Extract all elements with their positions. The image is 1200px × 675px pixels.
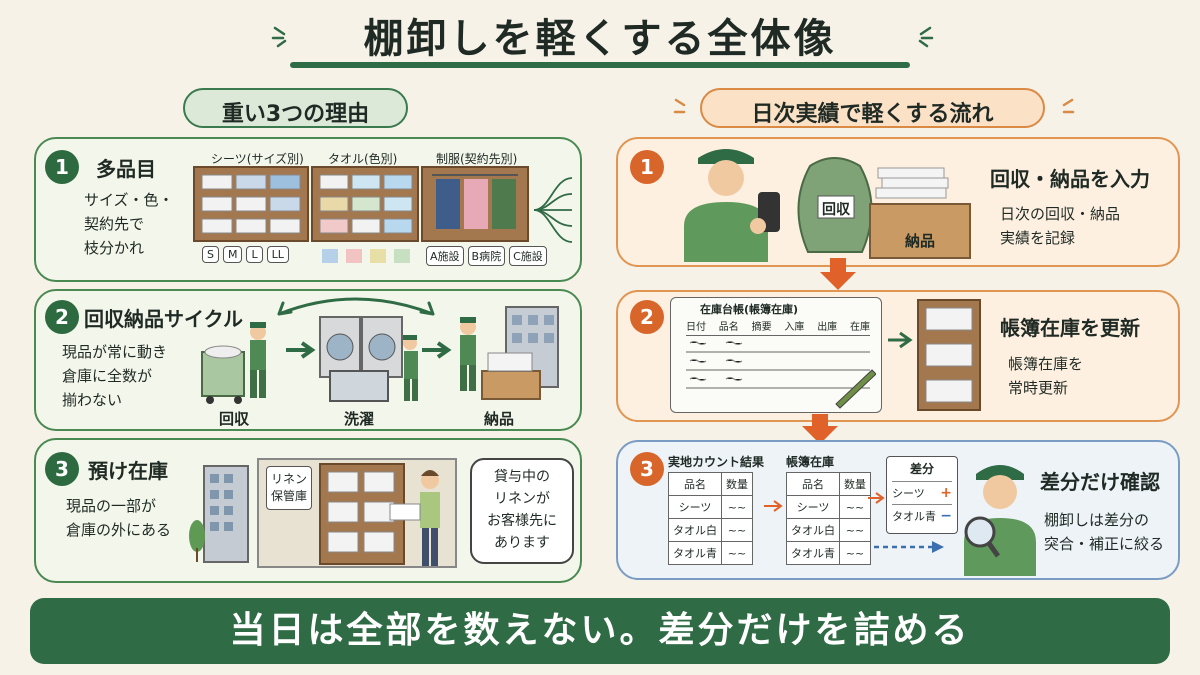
reason-3-body: 現品の一部が 倉庫の外にある [66, 497, 172, 539]
building-illustration [189, 465, 249, 563]
storage-shelf-illustration [319, 463, 440, 566]
arrow-right-icon-4 [764, 500, 783, 512]
consigned-stock-bubble: 貸与中の リネンが お客様先に あります [470, 458, 574, 564]
reason-3-title: 預け在庫 [88, 459, 168, 483]
delivery-illustration [460, 306, 559, 400]
sparkle-icon-right [918, 26, 934, 48]
ledger-header-row: 日付 品名 摘要 入庫 出庫 在庫 [686, 318, 870, 336]
step-collect-label: 回収 [219, 410, 250, 428]
arrow-right-icon-2 [422, 341, 452, 359]
reason-1-number: 1 [45, 150, 79, 184]
step-3-body: 棚卸しは差分の 突合・補正に絞る [1044, 511, 1165, 553]
actual-count-table: 実地カウント結果 品名数量 シーツ~~ タオル白~~ タオル青~~ [668, 453, 764, 565]
reason-2-title: 回収納品サイクル [84, 307, 243, 331]
left-section-header: 重い3つの理由 [183, 88, 408, 128]
page-title: 棚卸しを軽くする全体像 [363, 16, 837, 62]
step-3-title: 差分だけ確認 [1040, 470, 1160, 494]
arrow-right-icon-1 [286, 341, 316, 359]
book-stock-table: 帳簿在庫 品名数量 シーツ~~ タオル白~~ タオル青~~ [786, 453, 871, 565]
shelf-label-towels: タオル(色別) [328, 152, 398, 166]
inspector-illustration [964, 465, 1036, 576]
arrow-right-icon-5 [868, 492, 885, 504]
step-1-body: 日次の回収・納品 実績を記録 [1000, 205, 1121, 247]
size-tags: S M L LL [202, 246, 289, 263]
sparkle-icon-right-header-l [673, 98, 686, 114]
diff-box: 差分 シーツ + タオル青 − [886, 456, 958, 534]
box-label: 納品 [905, 232, 936, 250]
linen-shelves-illustration [193, 166, 529, 242]
step-2-title: 帳簿在庫を更新 [1000, 316, 1140, 340]
color-swatches [322, 249, 410, 263]
bag-label: 回収 [822, 202, 850, 218]
cycle-arrow-icon [277, 297, 435, 316]
reason-1-body: サイズ・色・ 契約先で 枝分かれ [84, 191, 174, 257]
step-2-number: 2 [630, 300, 664, 334]
ledger-title: 在庫台帳(帳簿在庫) [700, 303, 799, 316]
updated-shelf-illustration [917, 299, 981, 411]
step-3-number: 3 [630, 452, 664, 486]
storage-sign: リネン 保管庫 [266, 466, 312, 510]
conclusion-banner: 当日は全部を数えない。差分だけを詰める [30, 598, 1170, 664]
branch-arrows-icon [533, 177, 573, 243]
step-deliver-label: 納品 [484, 410, 515, 428]
reason-2-number: 2 [45, 300, 79, 334]
step-wash-label: 洗濯 [344, 410, 375, 428]
contract-tags: A施設 B病院 C施設 [426, 246, 547, 266]
step-1-title: 回収・納品を入力 [990, 167, 1150, 191]
ledger-lines [686, 340, 876, 409]
input-worker-illustration [684, 149, 971, 262]
reason-3-number: 3 [45, 452, 79, 486]
washing-machine-illustration [319, 316, 418, 402]
sparkle-icon-left [271, 26, 287, 48]
sparkle-icon-right-header-r [1062, 98, 1075, 114]
arrow-right-icon-3 [888, 331, 913, 349]
shelf-label-uniforms: 制服(契約先別) [436, 152, 518, 166]
collection-cart-illustration [201, 322, 266, 404]
step-2-body: 帳簿在庫を 常時更新 [1008, 355, 1084, 397]
right-section-header: 日次実績で軽くする流れ [700, 88, 1045, 128]
dashed-arrow-icon [874, 541, 944, 553]
shelf-label-sheets: シーツ(サイズ別) [211, 152, 304, 166]
arrow-down-icon-1 [820, 258, 856, 290]
reason-2-body: 現品が常に動き 倉庫に全数が 揃わない [62, 343, 168, 409]
diff-row-blue-towel: タオル青 − [892, 504, 952, 527]
diff-row-sheets: シーツ + [892, 481, 952, 504]
title-underline [290, 62, 910, 68]
reason-1-title: 多品目 [96, 157, 156, 181]
step-1-number: 1 [630, 150, 664, 184]
arrow-down-icon-2 [802, 414, 838, 444]
